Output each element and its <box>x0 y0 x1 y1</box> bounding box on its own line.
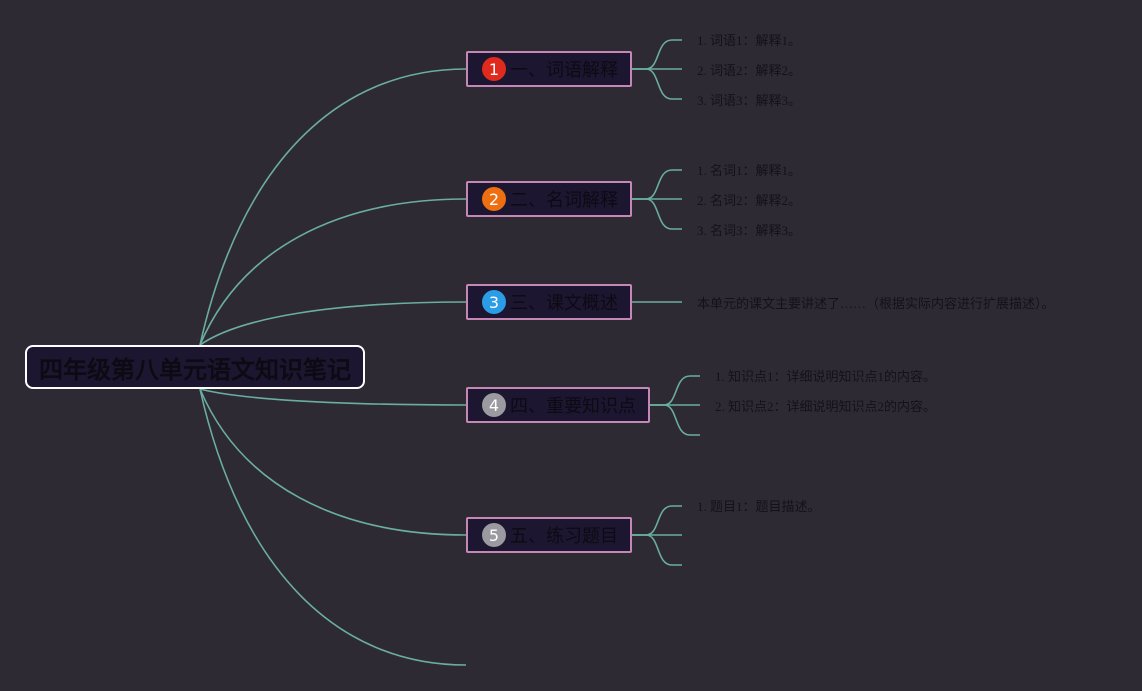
topic-label-1: 一、词语解释 <box>510 60 618 81</box>
root-link-5 <box>199 388 467 536</box>
topic-label-5: 五、练习题目 <box>510 526 618 547</box>
topic-node-1[interactable]: 1 一、词语解释 <box>466 51 632 87</box>
topic-label-4: 四、重要知识点 <box>510 396 636 417</box>
leaf-5-1[interactable]: 1. 题目1：题目描述。 <box>697 499 821 514</box>
leaf-link-1-1 <box>632 39 682 70</box>
priority-badge-3: 3 <box>482 290 506 314</box>
leaf-link-4-3 <box>650 404 700 436</box>
leaf-link-5-1 <box>632 505 682 536</box>
topic-label-3: 三、课文概述 <box>510 293 618 314</box>
leaf-link-5-3 <box>632 534 682 566</box>
leaf-link-1-3 <box>632 68 682 100</box>
leaf-link-2-1 <box>632 169 682 200</box>
topic-node-4[interactable]: 4 四、重要知识点 <box>466 387 650 423</box>
leaf-link-4-1 <box>650 375 700 406</box>
topic-node-2[interactable]: 2 二、名词解释 <box>466 181 632 217</box>
leaf-2-3[interactable]: 3. 名词3：解释3。 <box>697 223 802 238</box>
leaf-1-3[interactable]: 3. 词语3：解释3。 <box>697 93 802 108</box>
priority-badge-4: 4 <box>482 393 506 417</box>
leaf-4-2[interactable]: 2. 知识点2：详细说明知识点2的内容。 <box>715 399 937 414</box>
priority-badge-5: 5 <box>482 523 506 547</box>
topic-node-5[interactable]: 5 五、练习题目 <box>466 517 632 553</box>
priority-badge-1: 1 <box>482 57 506 81</box>
topic-label-2: 二、名词解释 <box>510 190 618 211</box>
leaf-2-2[interactable]: 2. 名词2：解释2。 <box>697 193 802 208</box>
root-link-2 <box>199 198 467 346</box>
topic-node-3[interactable]: 3 三、课文概述 <box>466 284 632 320</box>
priority-badge-2: 2 <box>482 187 506 211</box>
root-link-6 <box>199 388 467 666</box>
leaf-1-1[interactable]: 1. 词语1：解释1。 <box>697 33 802 48</box>
root-link-4 <box>199 388 467 406</box>
leaf-link-2-3 <box>632 198 682 230</box>
leaf-2-1[interactable]: 1. 名词1：解释1。 <box>697 163 802 178</box>
leaf-1-2[interactable]: 2. 词语2：解释2。 <box>697 63 802 78</box>
root-link-3 <box>199 301 467 346</box>
leaf-4-1[interactable]: 1. 知识点1：详细说明知识点1的内容。 <box>715 369 937 384</box>
root-node[interactable]: 四年级第八单元语文知识笔记 <box>25 345 365 389</box>
root-link-1 <box>199 68 467 346</box>
leaf-3-1[interactable]: 本单元的课文主要讲述了……（根据实际内容进行扩展描述）。 <box>697 296 1055 311</box>
